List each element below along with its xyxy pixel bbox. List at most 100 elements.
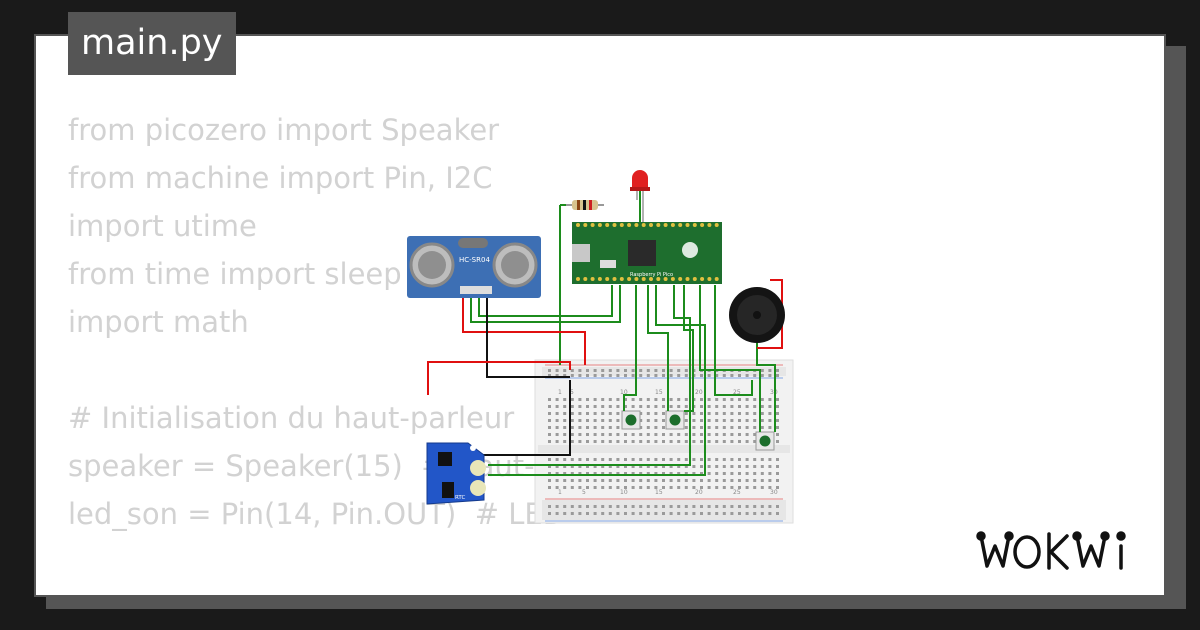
breadboard-hole	[616, 440, 620, 443]
breadboard-hole	[677, 465, 681, 468]
breadboard-hole	[563, 465, 567, 468]
breadboard-hole	[745, 458, 749, 461]
breadboard-hole	[586, 398, 589, 401]
breadboard-hole	[624, 479, 627, 482]
bb-number: 1	[558, 389, 562, 396]
bb-number: 15	[655, 389, 663, 396]
breadboard-hole	[738, 433, 741, 436]
breadboard-hole	[745, 398, 749, 401]
breadboard-hole	[662, 458, 665, 461]
breadboard-hole	[662, 472, 665, 475]
breadboard-hole	[700, 405, 703, 408]
breadboard-hole	[768, 412, 772, 415]
push-button	[755, 431, 775, 451]
breadboard-hole	[646, 374, 650, 377]
breadboard-hole	[738, 426, 741, 429]
breadboard-hole	[624, 374, 627, 377]
pico-pin	[605, 223, 610, 227]
breadboard-hole	[563, 505, 567, 508]
breadboard-hole	[555, 486, 559, 489]
breadboard-hole	[654, 405, 658, 408]
breadboard-hole	[578, 412, 582, 415]
breadboard-hole	[684, 369, 688, 372]
pico-pin	[597, 223, 602, 227]
breadboard-hole	[707, 440, 711, 443]
breadboard-hole	[639, 426, 643, 429]
breadboard-hole	[700, 440, 703, 443]
breadboard-hole	[578, 369, 582, 372]
bb-number: 20	[695, 389, 703, 396]
breadboard-hole	[586, 426, 589, 429]
breadboard-hole	[776, 426, 779, 429]
breadboard-hole	[593, 505, 597, 508]
breadboard-hole	[730, 426, 734, 429]
breadboard-hole	[776, 486, 779, 489]
breadboard-hole	[608, 405, 612, 408]
breadboard-hole	[669, 440, 673, 443]
pico-pin	[619, 277, 624, 281]
breadboard-hole	[616, 458, 620, 461]
breadboard-hole	[684, 433, 688, 436]
breadboard-hole	[631, 440, 635, 443]
breadboard-hole	[677, 398, 681, 401]
breadboard-hole	[753, 479, 757, 482]
breadboard-hole	[586, 369, 589, 372]
breadboard-hole	[722, 374, 726, 377]
pico-pin	[576, 277, 580, 281]
wokwi-logo	[976, 531, 1126, 570]
breadboard-hole	[555, 479, 559, 482]
breadboard-hole	[722, 458, 726, 461]
breadboard-hole	[669, 512, 673, 515]
breadboard-hole	[639, 412, 643, 415]
breadboard-hole	[555, 505, 559, 508]
breadboard-hole	[700, 426, 703, 429]
breadboard-hole	[601, 405, 605, 408]
breadboard-hole	[768, 479, 772, 482]
breadboard-hole	[662, 465, 665, 468]
breadboard-hole	[555, 412, 559, 415]
breadboard-hole	[548, 426, 551, 429]
breadboard-hole	[593, 426, 597, 429]
bb-number: 10	[620, 389, 628, 396]
breadboard-hole	[646, 440, 650, 443]
breadboard-hole	[631, 505, 635, 508]
breadboard-hole	[631, 479, 635, 482]
breadboard-hole	[669, 369, 673, 372]
breadboard-hole	[753, 398, 757, 401]
breadboard-hole	[776, 472, 779, 475]
breadboard-hole	[768, 405, 772, 408]
breadboard-hole	[669, 458, 673, 461]
breadboard-hole	[593, 374, 597, 377]
breadboard-hole	[548, 369, 551, 372]
bb-number: 10	[620, 489, 628, 496]
breadboard-hole	[730, 433, 734, 436]
breadboard-hole	[570, 512, 574, 515]
breadboard-hole	[639, 472, 643, 475]
breadboard-hole	[608, 479, 612, 482]
breadboard-hole	[776, 479, 779, 482]
breadboard-hole	[700, 398, 703, 401]
breadboard-hole	[776, 369, 779, 372]
breadboard-hole	[578, 465, 582, 468]
breadboard-hole	[593, 440, 597, 443]
breadboard-hole	[684, 419, 688, 422]
breadboard-hole	[753, 458, 757, 461]
pico-pin	[707, 223, 712, 227]
breadboard-hole	[684, 479, 688, 482]
breadboard-hole	[700, 472, 703, 475]
pico-pin	[641, 277, 646, 281]
breadboard-hole	[700, 412, 703, 415]
filename-tab[interactable]: main.py	[68, 12, 236, 75]
breadboard-hole	[570, 398, 574, 401]
breadboard-hole	[722, 465, 726, 468]
breadboard-hole	[684, 458, 688, 461]
breadboard-hole	[601, 486, 605, 489]
breadboard-hole	[768, 458, 772, 461]
breadboard-hole	[578, 374, 582, 377]
breadboard-hole	[760, 398, 764, 401]
breadboard-hole	[722, 486, 726, 489]
pico-pin	[714, 277, 719, 281]
code-line-11: # Initialisation des boutons et des capt…	[68, 586, 780, 595]
breadboard-hole	[677, 369, 681, 372]
breadboard-hole	[730, 465, 734, 468]
